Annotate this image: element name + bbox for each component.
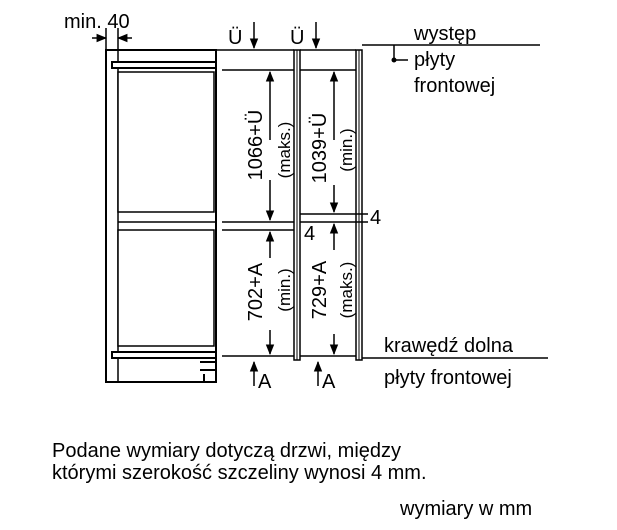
dim-upper-left-qual: (maks.) <box>275 122 294 179</box>
note-line-1: Podane wymiary dotyczą drzwi, między <box>52 440 402 462</box>
bottom-edge-label-1: krawędź dolna <box>384 335 514 357</box>
dim-lower-left-label: 702+A <box>245 262 267 321</box>
a-left-label: A <box>258 371 272 393</box>
u-left-label: Ü <box>228 27 242 49</box>
a-offset-arrows <box>249 360 323 386</box>
ledge-label-2: płyty <box>414 49 455 71</box>
front-panel-columns <box>216 49 363 361</box>
dim-upper-left-label: 1066+Ü <box>245 110 267 181</box>
gap-left-label: 4 <box>304 223 315 245</box>
appliance-outline <box>105 49 217 383</box>
lower-dimension-lines <box>265 222 339 356</box>
ledge-callout-dot <box>391 57 397 63</box>
upper-dimension-lines <box>265 70 339 222</box>
ledge-label-1: występ <box>413 23 476 45</box>
u-offset-arrows <box>249 22 321 50</box>
a-right-label: A <box>322 371 336 393</box>
dim-lower-left-qual: (min.) <box>275 268 294 311</box>
reference-lines <box>222 44 548 359</box>
min-gap-dimension <box>92 28 132 50</box>
dim-lower-right-label: 729+A <box>309 260 331 319</box>
dim-upper-right-label: 1039+Ü <box>309 113 331 184</box>
u-right-label: Ü <box>290 27 304 49</box>
appliance-body <box>105 49 217 383</box>
dim-upper-right-qual: (min.) <box>337 128 356 171</box>
units-label: wymiary w mm <box>400 498 533 520</box>
min-gap-label: min. 40 <box>64 11 130 33</box>
gap-right-label: 4 <box>370 207 381 229</box>
bottom-edge-label-2: płyty frontowej <box>384 367 512 389</box>
ledge-label-3: frontowej <box>414 75 495 97</box>
dim-lower-right-qual: (maks.) <box>337 262 356 319</box>
note-line-2: którymi szerokość szczeliny wynosi 4 mm. <box>52 462 427 484</box>
ledge-callout <box>393 45 408 61</box>
